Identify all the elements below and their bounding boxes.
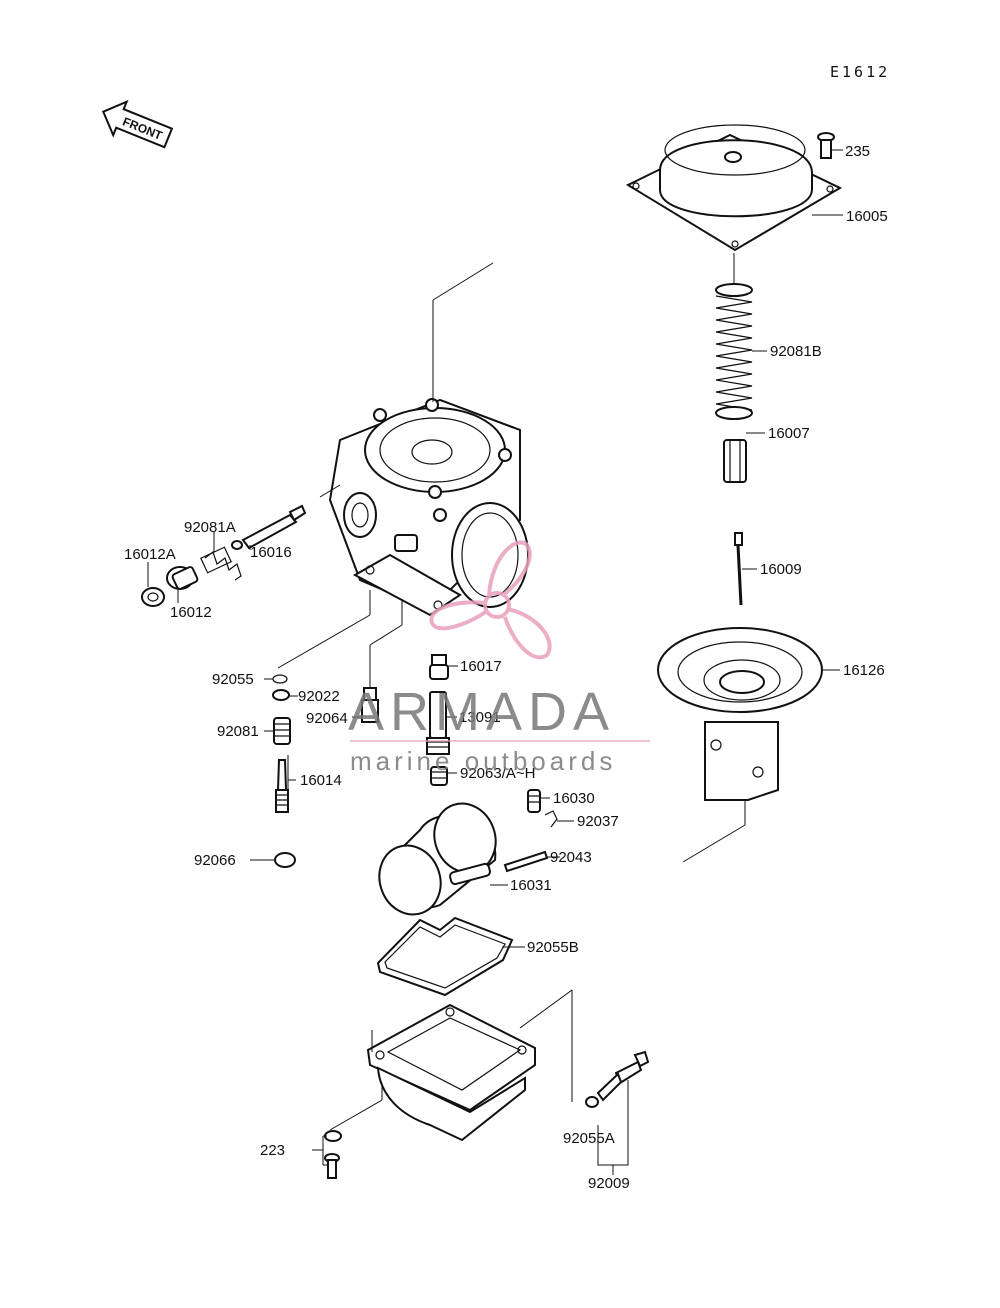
o-ring-92055a — [585, 1096, 599, 1108]
pilot-screw-16016 — [231, 504, 307, 550]
o-ring-92055 — [272, 674, 288, 684]
label-16012: 16012 — [170, 604, 212, 621]
label-92055a: 92055A — [563, 1130, 615, 1147]
jet-92064 — [361, 687, 379, 723]
watermark-tagline: marine outboards — [350, 746, 616, 776]
label-16016: 16016 — [250, 544, 292, 561]
needle-jet-16017 — [429, 654, 449, 680]
label-16012a: 16012A — [124, 546, 176, 563]
label-92064: 92064 — [306, 710, 348, 727]
float-bowl — [366, 1003, 536, 1142]
vacuum-chamber-cover — [625, 124, 843, 252]
label-16007: 16007 — [768, 425, 810, 442]
label-16030: 16030 — [553, 790, 595, 807]
label-92081a: 92081A — [184, 519, 236, 536]
float-16031 — [378, 802, 497, 916]
piston-diaphragm-16126 — [657, 627, 823, 801]
carburetor-body — [328, 398, 529, 617]
screw-223 — [324, 1153, 340, 1179]
clip-92037 — [544, 810, 558, 828]
label-13091: 13091 — [459, 709, 501, 726]
pilot-screw-16014 — [275, 759, 289, 813]
front-arrow-icon: FRONT — [101, 99, 174, 149]
label-16031: 16031 — [510, 877, 552, 894]
plug-16012 — [166, 566, 199, 590]
label-92063: 92063/A~H — [460, 765, 535, 782]
label-92037: 92037 — [577, 813, 619, 830]
needle-holder-16007 — [723, 439, 747, 483]
diagram-code: E1612 — [830, 63, 890, 81]
needle-jet-holder-13091 — [426, 691, 450, 755]
washer-92022 — [272, 689, 290, 701]
label-16009: 16009 — [760, 561, 802, 578]
label-92055b: 92055B — [527, 939, 579, 956]
label-92066: 92066 — [194, 852, 236, 869]
label-92022: 92022 — [298, 688, 340, 705]
label-16126: 16126 — [843, 662, 885, 679]
label-92055: 92055 — [212, 671, 254, 688]
cap-92066 — [274, 852, 296, 868]
label-235: 235 — [845, 143, 870, 160]
label-92009: 92009 — [588, 1175, 630, 1192]
label-16005: 16005 — [846, 208, 888, 225]
spring-92081 — [273, 717, 291, 745]
label-223: 223 — [260, 1142, 285, 1159]
spring-92081b — [715, 283, 753, 420]
label-16017: 16017 — [460, 658, 502, 675]
spring-92081a — [200, 546, 242, 581]
propeller-logo-icon — [429, 540, 552, 660]
screw-235 — [817, 132, 835, 159]
label-16014: 16014 — [300, 772, 342, 789]
jet-needle-16009 — [734, 532, 743, 606]
float-valve-16030 — [527, 789, 541, 813]
label-92043: 92043 — [550, 849, 592, 866]
float-pin-92043 — [503, 850, 549, 873]
watermark-brand: ARMADA — [348, 682, 615, 742]
washer-223 — [324, 1130, 342, 1142]
label-92081: 92081 — [217, 723, 259, 740]
cap-16012a — [141, 587, 165, 607]
watermark: ARMADA marine outboards — [348, 540, 650, 776]
label-92081b: 92081B — [770, 343, 822, 360]
main-jet-92063 — [430, 766, 448, 786]
drain-screw-92009 — [596, 1050, 650, 1102]
gasket-92055b — [376, 916, 514, 997]
